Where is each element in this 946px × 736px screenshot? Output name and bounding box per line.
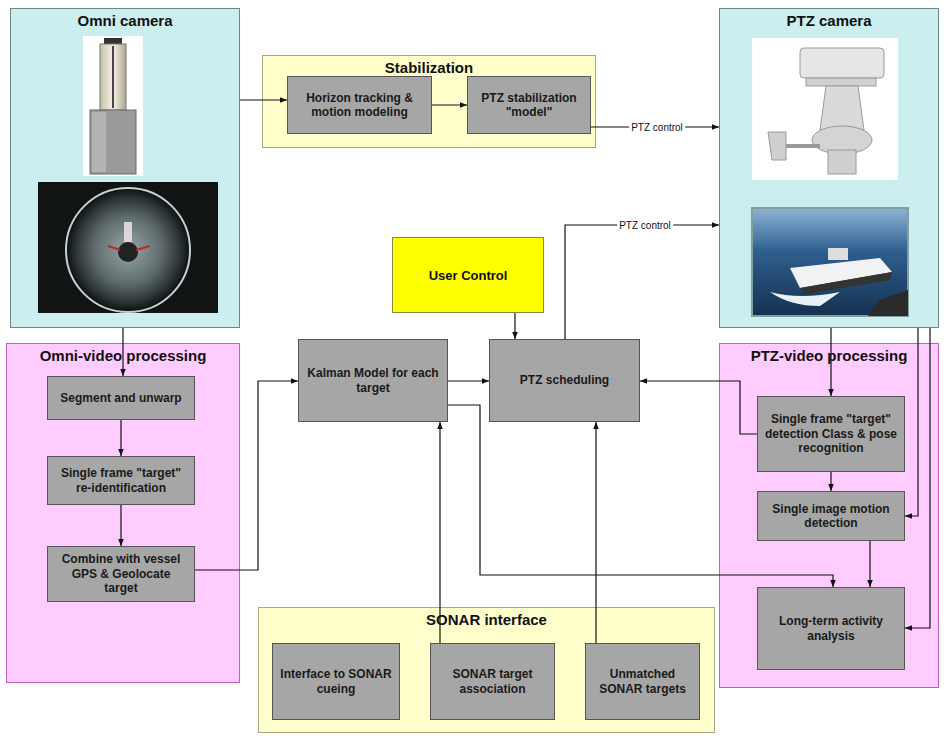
process-box: Interface to SONAR cueing (272, 643, 400, 720)
process-box: PTZ scheduling (489, 339, 640, 422)
box-label: Single frame "target" re-identification (54, 466, 188, 495)
process-box: Kalman Model for each target (298, 339, 448, 422)
processing-panel: Omni-video processingSegment and unwarpS… (6, 343, 240, 683)
panel-title: Omni-video processing (7, 344, 239, 364)
process-box: Long-term activity analysis (757, 587, 905, 670)
process-box: Unmatched SONAR targets (585, 643, 700, 720)
process-box: Segment and unwarp (47, 376, 195, 420)
process-box: Single frame "target" re-identification (47, 456, 195, 505)
panel-title: PTZ-video processing (720, 344, 938, 364)
panel-title: PTZ camera (720, 9, 938, 29)
panel-title: Stabilization (263, 56, 595, 76)
box-label: Kalman Model for each target (305, 366, 441, 395)
connector-arrow (869, 541, 870, 587)
edge-label: PTZ control (617, 220, 673, 231)
box-label: Single image motion detection (764, 502, 898, 531)
box-label: Segment and unwarp (60, 391, 181, 405)
group-panel: StabilizationHorizon tracking & motion m… (262, 55, 596, 148)
connector-arrow (830, 328, 831, 396)
connector-arrow (640, 381, 757, 434)
box-label: Single frame "target" detection Class & … (764, 412, 898, 455)
control-box: User Control (392, 237, 544, 313)
omni-camera-photo (83, 36, 143, 176)
process-box: PTZ stabilization "model" (467, 76, 591, 134)
connector-arrow (195, 381, 298, 570)
box-label: PTZ stabilization "model" (474, 91, 584, 120)
process-box: Single frame "target" detection Class & … (757, 396, 905, 472)
box-label: Interface to SONAR cueing (279, 667, 393, 696)
connector-arrow (122, 328, 123, 376)
boat-photo (752, 208, 908, 316)
fisheye-image (38, 182, 218, 313)
group-panel: SONAR interfaceInterface to SONAR cueing… (258, 607, 715, 733)
box-label: SONAR target association (437, 667, 548, 696)
edge-label: PTZ control (629, 122, 685, 133)
panel-title: Omni camera (11, 9, 239, 29)
connector-arrow (905, 328, 918, 516)
connector-arrow (448, 380, 489, 381)
connector-arrow (514, 313, 515, 339)
process-box: SONAR target association (430, 643, 555, 720)
box-label: User Control (429, 268, 508, 283)
box-label: Unmatched SONAR targets (592, 667, 693, 696)
connector-arrow (439, 422, 440, 643)
connector-arrow (240, 99, 287, 100)
box-label: Long-term activity analysis (764, 614, 898, 643)
ptz-camera-photo (752, 38, 898, 180)
connector-arrow (595, 422, 596, 643)
box-label: Horizon tracking & motion modeling (294, 91, 425, 120)
box-label: Combine with vessel GPS & Geolocate targ… (54, 552, 188, 595)
connector-arrow (432, 104, 467, 105)
box-label: PTZ scheduling (520, 373, 609, 387)
process-box: Horizon tracking & motion modeling (287, 76, 432, 134)
connector-arrow (905, 328, 930, 628)
connector-arrow (830, 472, 831, 491)
process-box: Combine with vessel GPS & Geolocate targ… (47, 546, 195, 602)
connector-arrow (565, 225, 719, 339)
connector-arrow (448, 405, 833, 587)
panel-title: SONAR interface (259, 608, 714, 628)
connector-arrow (120, 420, 121, 456)
process-box: Single image motion detection (757, 491, 905, 541)
connector-arrow (120, 505, 121, 546)
